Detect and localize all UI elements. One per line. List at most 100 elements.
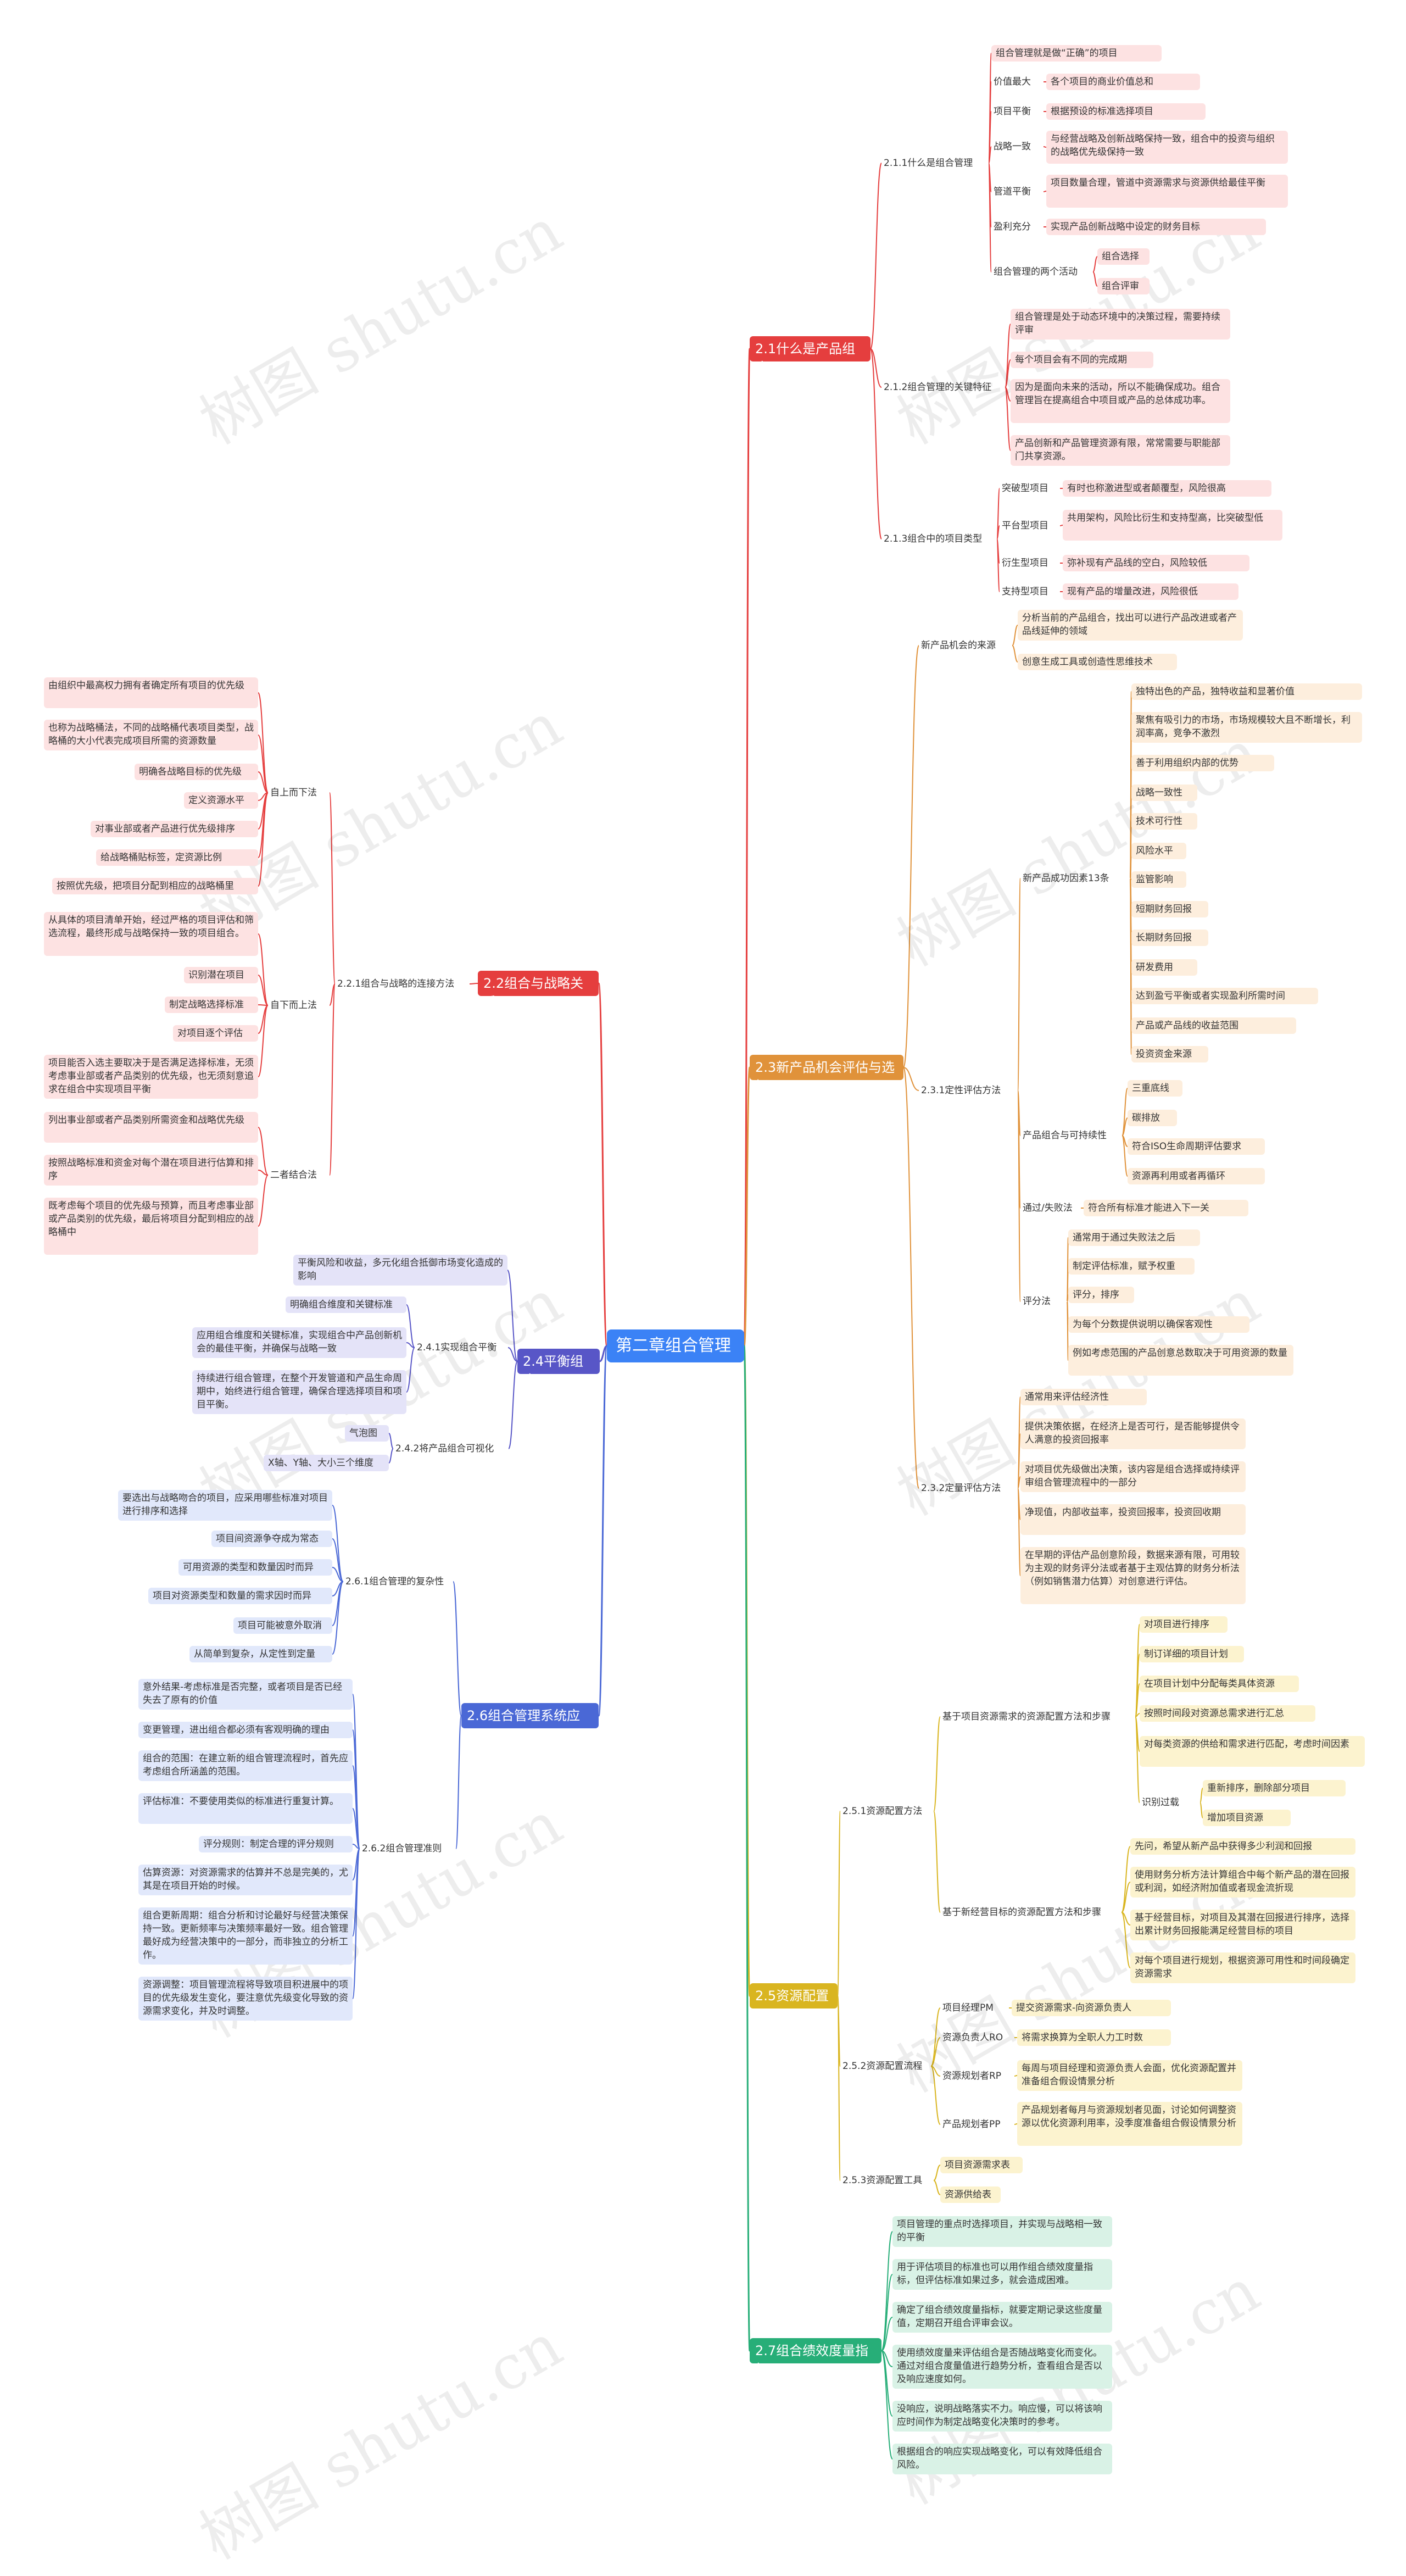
subtopic[interactable]: 2.4.1实现组合平衡 [417,1342,497,1353]
mindmap-node[interactable]: 基于经营目标，对项目及其潜在回报进行排序，选择出累计财务回报能满足经营目标的项目 [1130,1910,1355,1940]
mindmap-node[interactable]: 评估标准：不要使用类似的标准进行重复计算。 [138,1793,353,1824]
mindmap-node[interactable]: 产品组合与可持续性 [1023,1130,1107,1141]
mindmap-node[interactable]: 项目可能被意外取消 [233,1617,332,1634]
mindmap-node[interactable]: 盈利充分 [994,221,1031,232]
mindmap-node[interactable]: 项目间资源争夺成为常态 [211,1531,332,1547]
mindmap-node[interactable]: 根据预设的标准选择项目 [1046,103,1206,120]
mindmap-node[interactable]: 组合管理是处于动态环境中的决策过程，需要持续评审 [1011,309,1230,340]
mindmap-node[interactable]: 识别过载 [1142,1797,1179,1808]
mindmap-node[interactable]: 从简单到复杂，从定性到定量 [189,1646,332,1662]
subtopic[interactable]: 新产品机会的来源 [921,640,996,651]
branch-2-4[interactable]: 2.4平衡组合 [517,1349,600,1388]
mindmap-node[interactable]: 每个项目会有不同的完成期 [1011,352,1153,368]
mindmap-node[interactable]: 由组织中最高权力拥有者确定所有项目的优先级 [44,677,258,708]
mindmap-node[interactable]: 实现产品创新战略中设定的财务目标 [1046,219,1266,235]
mindmap-node[interactable]: 产品或产品线的收益范围 [1131,1017,1296,1034]
mindmap-node[interactable]: 组合管理就是做“正确”的项目 [991,45,1162,62]
mindmap-node[interactable]: 重新排序，删除部分项目 [1203,1780,1346,1796]
mindmap-node[interactable]: 投资资金来源 [1131,1046,1208,1062]
mindmap-node[interactable]: 达到盈亏平衡或者实现盈利所需时间 [1131,988,1318,1004]
mindmap-node[interactable]: 与经营战略及创新战略保持一致，组合中的投资与组织的战略优先级保持一致 [1046,131,1288,164]
mindmap-node[interactable]: 定义资源水平 [184,792,258,809]
mindmap-node[interactable]: 列出事业部或者产品类别所需资金和战略优先级 [44,1112,258,1143]
mindmap-node[interactable]: 在项目计划中分配每类具体资源 [1140,1676,1299,1692]
mindmap-node[interactable]: 有时也称激进型或者颠覆型，风险很高 [1063,480,1271,497]
mindmap-node[interactable]: 评分，排序 [1068,1287,1134,1303]
mindmap-node[interactable]: 资源再利用或者再循环 [1128,1168,1265,1184]
mindmap-node[interactable]: 新产品成功因素13条 [1023,873,1109,884]
mindmap-node[interactable]: 评分规则：制定合理的评分规则 [199,1836,353,1852]
mindmap-node[interactable]: 也称为战略桶法，不同的战略桶代表项目类型，战略桶的大小代表完成项目所需的资源数量 [44,720,258,750]
mindmap-node[interactable]: 先问，希望从新产品中获得多少利润和回报 [1130,1838,1355,1855]
mindmap-node[interactable]: 平衡风险和收益，多元化组合抵御市场变化造成的影响 [293,1255,507,1286]
branch-2-7[interactable]: 2.7组合绩效度量指标 [750,2338,881,2377]
mindmap-node[interactable]: 根据组合的响应实现战略变化，可以有效降低组合风险。 [892,2444,1112,2474]
mindmap-node[interactable]: 对项目进行排序 [1140,1616,1228,1633]
mindmap-node[interactable]: 现有产品的增量改进，风险很低 [1063,583,1238,600]
mindmap-node[interactable]: 平台型项目 [1002,520,1048,531]
mindmap-node[interactable]: 提交资源需求-向资源负责人 [1012,2000,1171,2016]
mindmap-node[interactable]: X轴、Y轴、大小三个维度 [264,1455,389,1471]
mindmap-node[interactable]: 突破型项目 [1002,483,1048,494]
mindmap-node[interactable]: 通过/失败法 [1023,1203,1073,1214]
mindmap-node[interactable]: 产品规划者PP [942,2119,1001,2130]
mindmap-node[interactable]: 增加项目资源 [1203,1810,1291,1826]
mindmap-node[interactable]: 对每个项目进行规划，根据资源可用性和时间段确定资源需求 [1130,1952,1355,1983]
mindmap-node[interactable]: 聚焦有吸引力的市场，市场规模较大且不断增长，利润率高，竞争不激烈 [1131,712,1362,743]
mindmap-node[interactable]: 提供决策依据，在经济上是否可行，是否能够提供令人满意的投资回报率 [1020,1418,1246,1449]
mindmap-node[interactable]: 按照优先级，把项目分配到相应的战略桶里 [52,878,258,894]
mindmap-node[interactable]: 估算资源：对资源需求的估算并不总是完美的，尤其是在项目开始的时候。 [138,1865,353,1895]
mindmap-node[interactable]: 按照时间段对资源总需求进行汇总 [1140,1705,1315,1722]
mindmap-node[interactable]: 各个项目的商业价值总和 [1046,74,1200,90]
subtopic[interactable]: 2.2.1组合与战略的连接方法 [337,978,455,989]
subtopic[interactable]: 2.3.1定性评估方法 [921,1085,1001,1096]
mindmap-node[interactable]: 项目资源需求表 [940,2157,1023,2173]
mindmap-node[interactable]: 组合更新周期：组合分析和讨论最好与经营决策保持一致。更新频率与决策频率最好一致。… [138,1907,353,1965]
mindmap-node[interactable]: 项目经理PM [942,2002,994,2013]
mindmap-node[interactable]: 确定了组合绩效度量指标，就要定期记录这些度量值，定期召开组合评审会议。 [892,2302,1112,2333]
mindmap-node[interactable]: 善于利用组织内部的优势 [1131,755,1274,771]
subtopic[interactable]: 2.5.3资源配置工具 [843,2175,923,2186]
mindmap-node[interactable]: 对事业部或者产品进行优先级排序 [91,821,258,837]
mindmap-node[interactable]: 按照战略标准和资金对每个潜在项目进行估算和排序 [44,1155,258,1186]
mindmap-node[interactable]: 制订详细的项目计划 [1140,1646,1244,1662]
subtopic[interactable]: 2.1.2组合管理的关键特征 [884,382,992,393]
mindmap-node[interactable]: 项目管理的重点时选择项目，并实现与战略相一致的平衡 [892,2216,1112,2247]
mindmap-node[interactable]: 变更管理，进出组合都必须有客观明确的理由 [138,1722,353,1738]
mindmap-node[interactable]: 资源供给表 [940,2186,1001,2203]
mindmap-node[interactable]: 自上而下法 [270,787,317,798]
mindmap-node[interactable]: 将需求换算为全职人力工时数 [1017,2029,1171,2046]
mindmap-node[interactable]: 项目数量合理，管道中资源需求与资源供给最佳平衡 [1046,175,1288,208]
mindmap-node[interactable]: 通常用来评估经济性 [1020,1389,1147,1405]
mindmap-node[interactable]: 衍生型项目 [1002,558,1048,569]
mindmap-node[interactable]: 识别潜在项目 [184,967,258,983]
mindmap-node[interactable]: 可用资源的类型和数量因时而异 [178,1559,332,1576]
mindmap-node[interactable]: 既考虑每个项目的优先级与预算，而且考虑事业部或产品类别的优先级，最后将项目分配到… [44,1198,258,1255]
mindmap-node[interactable]: 监管影响 [1131,871,1186,888]
mindmap-node[interactable]: 没响应，说明战略落实不力。响应慢，可以将该响应时间作为制定战略变化决策时的参考。 [892,2401,1112,2432]
mindmap-node[interactable]: 基于项目资源需求的资源配置方法和步骤 [942,1711,1111,1722]
mindmap-node[interactable]: 通常用于通过失败法之后 [1068,1229,1200,1246]
mindmap-node[interactable]: 战略一致性 [1131,785,1197,801]
mindmap-node[interactable]: 制定评估标准，赋予权重 [1068,1258,1195,1275]
mindmap-node[interactable]: 组合评审 [1097,278,1150,294]
branch-2-5[interactable]: 2.5资源配置 [750,1983,838,2008]
mindmap-node[interactable]: 从具体的项目清单开始，经过严格的项目评估和筛选流程，最终形成与战略保持一致的项目… [44,912,258,956]
subtopic[interactable]: 2.6.1组合管理的复杂性 [345,1576,444,1587]
mindmap-node[interactable]: 持续进行组合管理，在整个开发管道和产品生命周期中，始终进行组合管理，确保合理选择… [192,1370,406,1414]
mindmap-node[interactable]: 气泡图 [345,1425,389,1442]
branch-2-6[interactable]: 2.6组合管理系统应用 [461,1703,599,1742]
mindmap-node[interactable]: 分析当前的产品组合，找出可以进行产品改进或者产品线延伸的领域 [1018,610,1243,641]
mindmap-node[interactable]: 二者结合法 [270,1170,317,1181]
branch-2-1[interactable]: 2.1什么是产品组合 [750,336,871,375]
subtopic[interactable]: 2.3.2定量评估方法 [921,1483,1001,1494]
mindmap-node[interactable]: 长期财务回报 [1131,930,1208,946]
mindmap-node[interactable]: 对项目优先级做出决策，该内容是组合选择或持续评审组合管理流程中的一部分 [1020,1461,1246,1492]
mindmap-node[interactable]: 明确各战略目标的优先级 [135,764,258,780]
mindmap-node[interactable]: 资源负责人RO [942,2032,1003,2043]
mindmap-node[interactable]: 自下而上法 [270,1000,317,1011]
mindmap-node[interactable]: 组合的范围：在建立新的组合管理流程时，首先应考虑组合所涵盖的范围。 [138,1750,353,1781]
mindmap-node[interactable]: 例如考虑范围的产品创意总数取决于可用资源的数量 [1068,1345,1293,1376]
mindmap-node[interactable]: 为每个分数提供说明以确保客观性 [1068,1316,1249,1333]
mindmap-node[interactable]: 因为是面向未来的活动，所以不能确保成功。组合管理旨在提高组合中项目或产品的总体成… [1011,379,1230,423]
